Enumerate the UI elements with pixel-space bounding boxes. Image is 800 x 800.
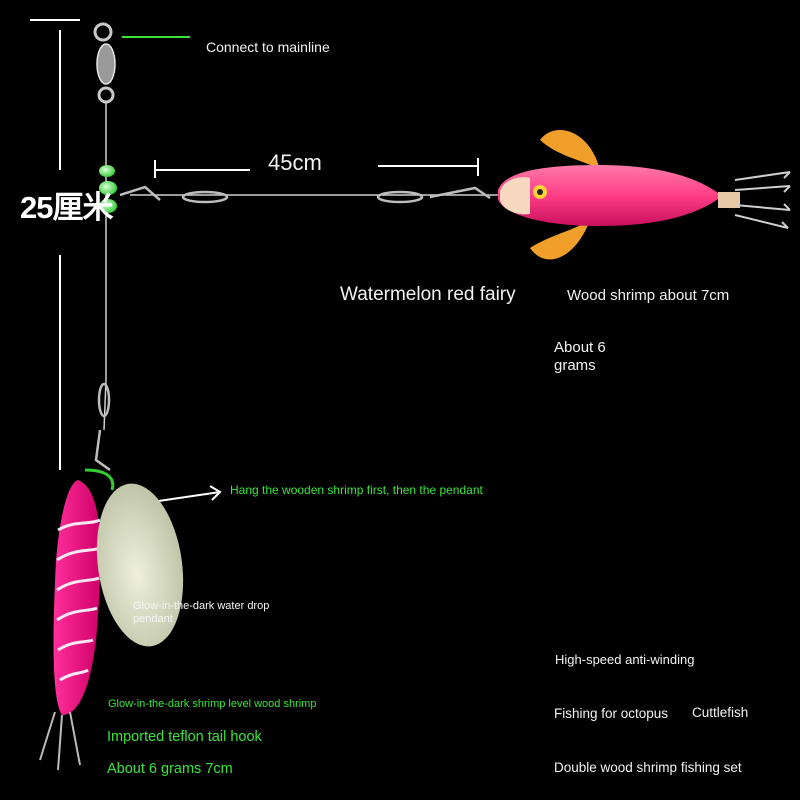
barrel-swivel — [93, 22, 116, 104]
label-glow-pendant: Glow-in-the-dark water drop pendant — [133, 600, 270, 626]
glow-beads — [99, 165, 117, 213]
label-fishing-octopus: Fishing for octopus — [554, 706, 669, 721]
label-weight: About 6 grams — [554, 339, 606, 374]
label-about-weight-size: About 6 grams 7cm — [107, 761, 233, 777]
label-wood-shrimp: Wood shrimp about 7cm — [567, 287, 730, 304]
label-connect-mainline: Connect to mainline — [206, 39, 330, 55]
magenta-shrimp-lure — [39, 468, 115, 771]
label-branch-length: 45cm — [268, 150, 322, 175]
label-fairy: Watermelon red fairy — [340, 284, 516, 305]
label-main-length: 25厘米 — [20, 190, 113, 225]
label-teflon-hook: Imported teflon tail hook — [107, 729, 262, 745]
branch-snap-swivels — [119, 185, 491, 204]
glow-water-drop-pendant — [96, 483, 184, 647]
watermelon-red-lure — [498, 130, 791, 260]
lower-snap-swivel — [94, 382, 111, 472]
label-fishing-set: Double wood shrimp fishing set — [554, 760, 742, 775]
lower-line — [103, 379, 107, 431]
label-level-shrimp: Glow-in-the-dark shrimp level wood shrim… — [108, 698, 317, 710]
label-hang-instructions: Hang the wooden shrimp first, then the p… — [230, 483, 483, 497]
label-cuttlefish: Cuttlefish — [692, 705, 749, 720]
label-high-speed: High-speed anti-winding — [555, 652, 695, 667]
